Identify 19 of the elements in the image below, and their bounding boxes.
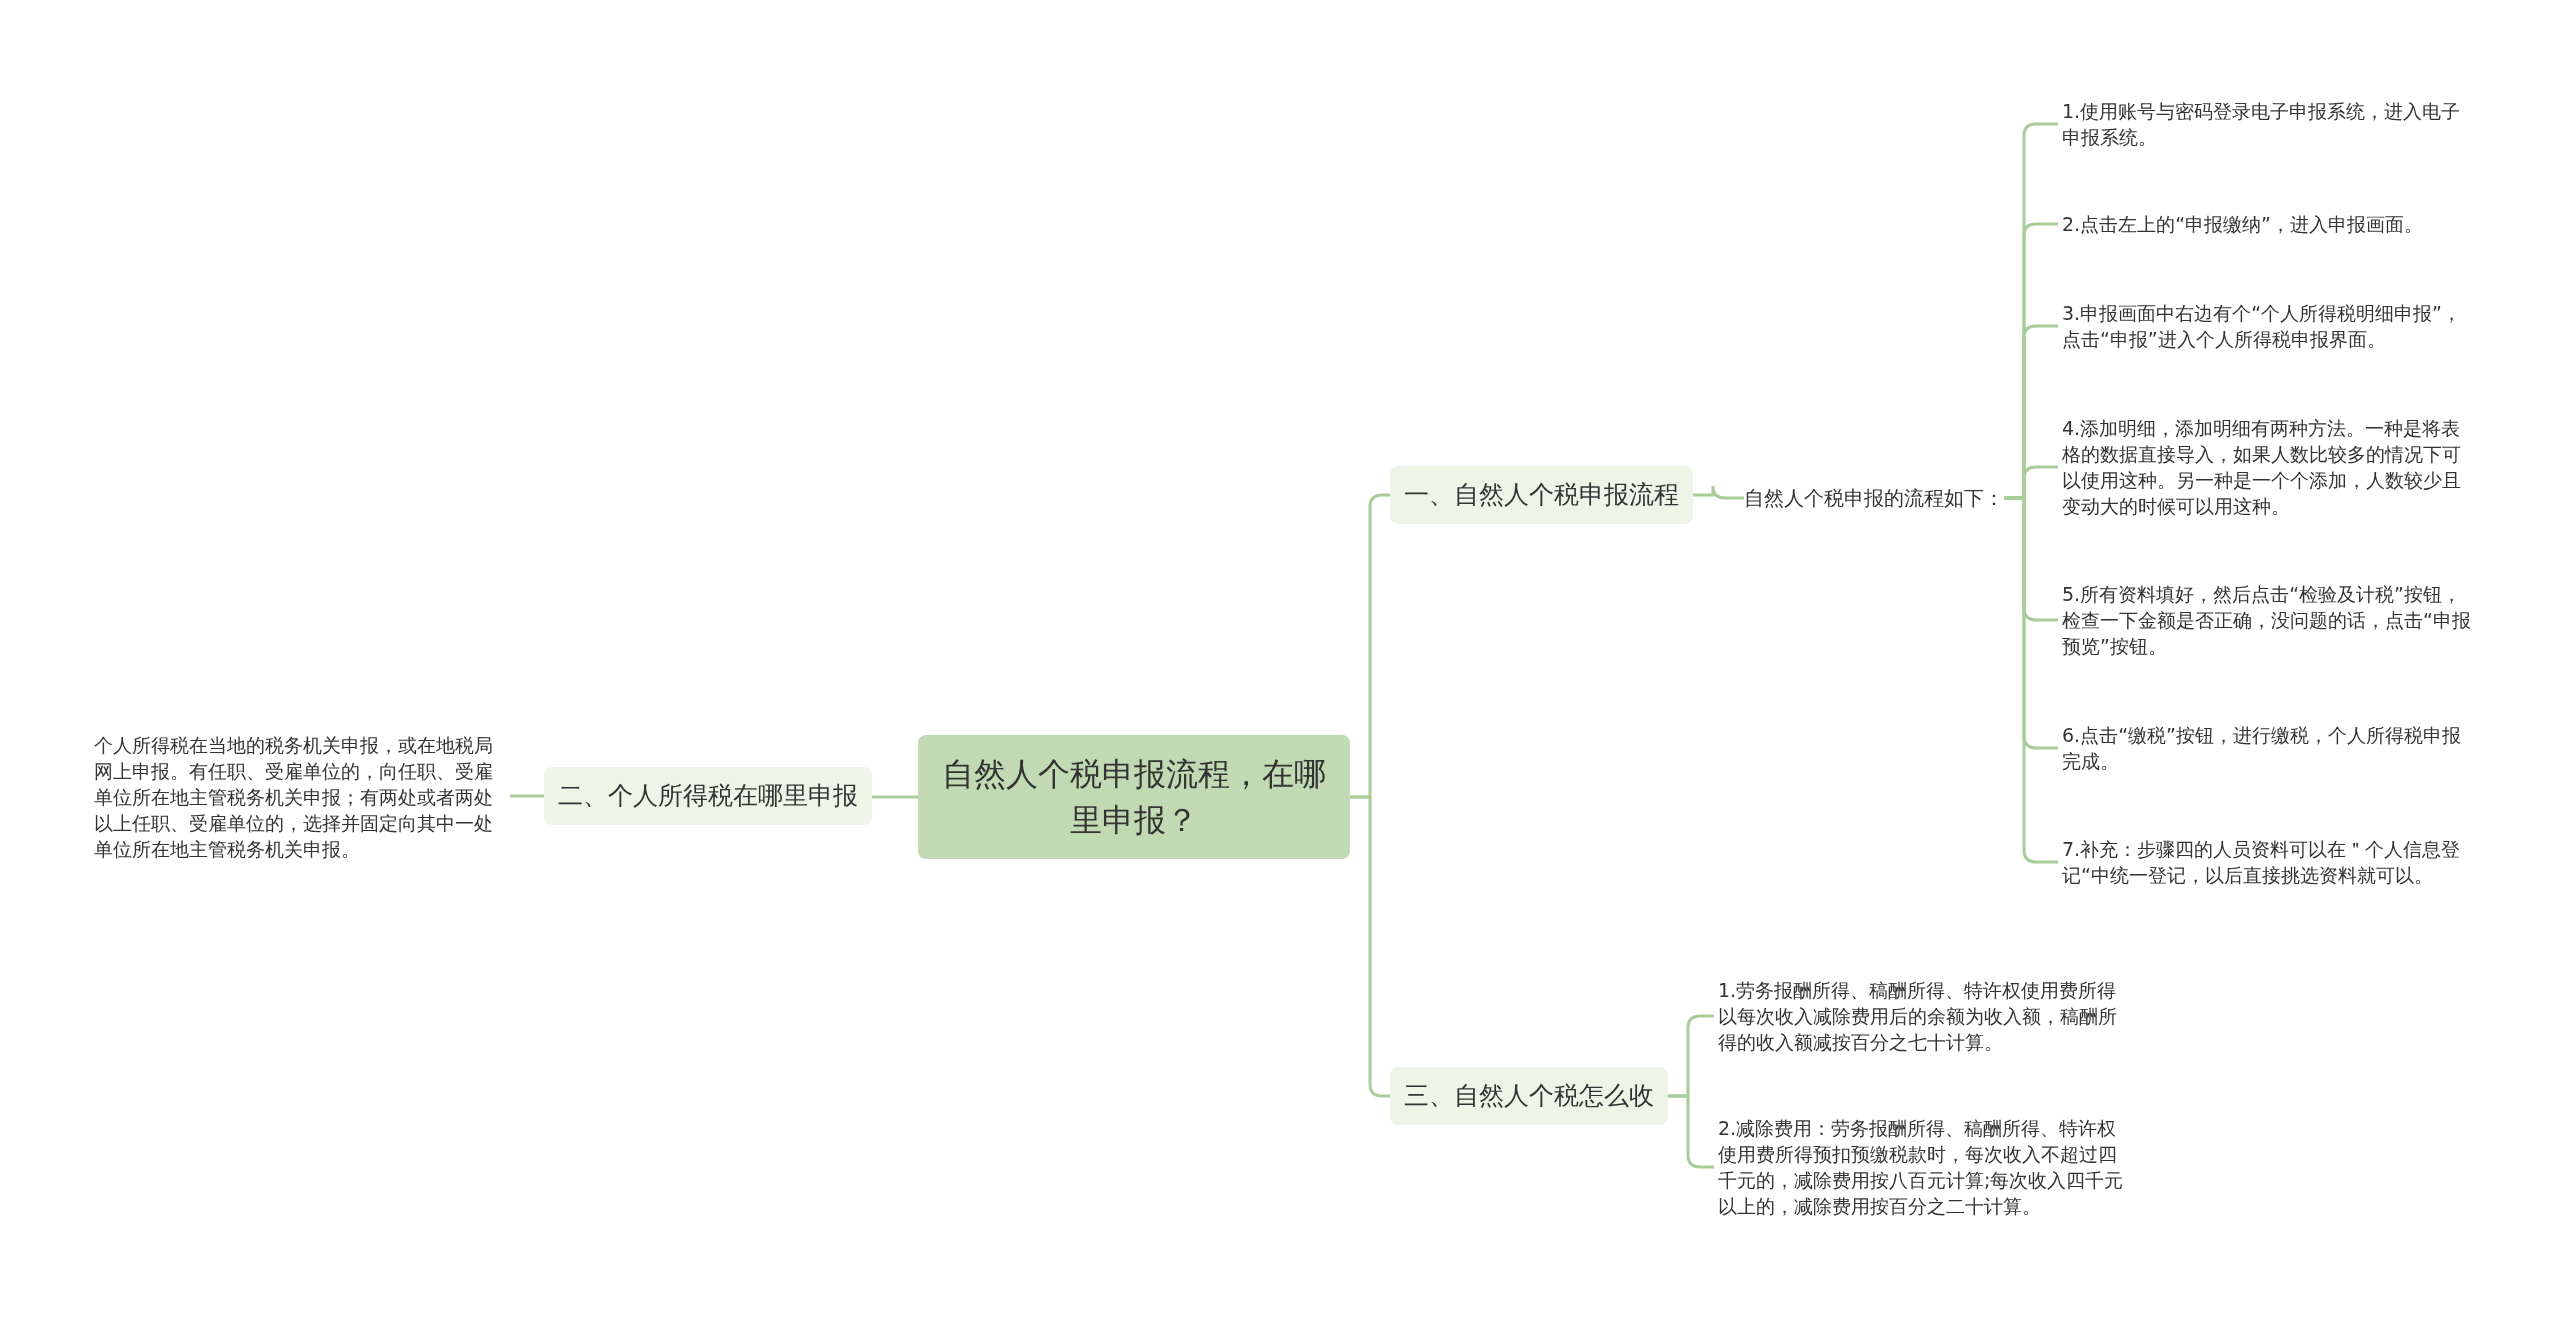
connector-line (872, 795, 918, 799)
connector-line (510, 794, 544, 798)
step-text: 5.所有资料填好，然后点击“检验及计税”按钮，检查一下金额是否正确，没问题的话，点击“申报预览”按钮。 (2058, 581, 2478, 659)
branch-topic-box: 一、自然人个税申报流程 (1390, 466, 1693, 524)
note-text: 1.劳务报酬所得、稿酬所得、特许权使用费所得以每次收入减除费用后的余额为收入额，稿酬所得的收入额减按百分之七十计算。 (1714, 977, 2134, 1055)
step-text: 4.添加明细，添加明细有两种方法。一种是将表格的数据直接导入，如果人数比较多的情况下可以使用这种。另一种是一个个添加，人数较少且变动大的时候可以用这种。 (2058, 415, 2478, 519)
branch-topic-box: 三、自然人个税怎么收 (1390, 1067, 1668, 1125)
subtopic-text: 自然人个税申报的流程如下： (1744, 484, 2004, 512)
branch-topic-box: 二、个人所得税在哪里申报 (544, 767, 872, 825)
connector-line (1693, 484, 1744, 500)
note-text: 个人所得税在当地的税务机关申报，或在地税局网上申报。有任职、受雇单位的，向任职、受雇单位所在地主管税务机关申报；有两处或者两处以上任职、受雇单位的，选择并固定向其中一处单位所在地主管税务机关申报。 (90, 732, 510, 862)
step-text: 7.补充：步骤四的人员资料可以在＂个人信息登记“中统一登记，以后直接挑选资料就可以。 (2058, 836, 2478, 888)
step-text: 2.点击左上的“申报缴纳”，进入申报画面。 (2058, 211, 2478, 237)
note-text: 2.减除费用：劳务报酬所得、稿酬所得、特许权使用费所得预扣预缴税款时，每次收入不超过四千元的，减除费用按八百元计算;每次收入四千元以上的，减除费用按百分之二十计算。 (1714, 1115, 2134, 1219)
step-text: 3.申报画面中右边有个“个人所得税明细申报”，点击“申报”进入个人所得税申报界面。 (2058, 300, 2478, 352)
step-text: 1.使用账号与密码登录电子申报系统，进入电子申报系统。 (2058, 98, 2478, 150)
connector-line (1350, 795, 1390, 1098)
central-topic-box: 自然人个税申报流程，在哪里申报？ (918, 735, 1350, 859)
step-text: 6.点击“缴税”按钮，进行缴税，个人所得税申报完成。 (2058, 722, 2478, 774)
